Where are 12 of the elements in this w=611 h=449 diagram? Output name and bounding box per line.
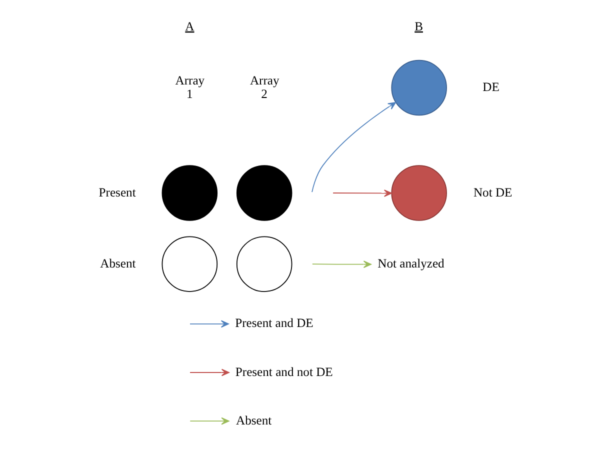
label: A [185, 19, 194, 34]
label: Array 2 [250, 73, 280, 101]
label: Absent [100, 256, 136, 270]
legend-label: Present and not DE [235, 364, 333, 379]
node-label: DE [482, 80, 500, 94]
label: Array 1 [175, 73, 205, 101]
label: Present [98, 185, 136, 200]
legend-label: Present and DE [235, 316, 314, 330]
node-label: Not DE [473, 185, 512, 200]
label: B [414, 19, 423, 34]
node-text: Not analyzed [378, 256, 444, 270]
legend-label: Absent [236, 413, 272, 428]
